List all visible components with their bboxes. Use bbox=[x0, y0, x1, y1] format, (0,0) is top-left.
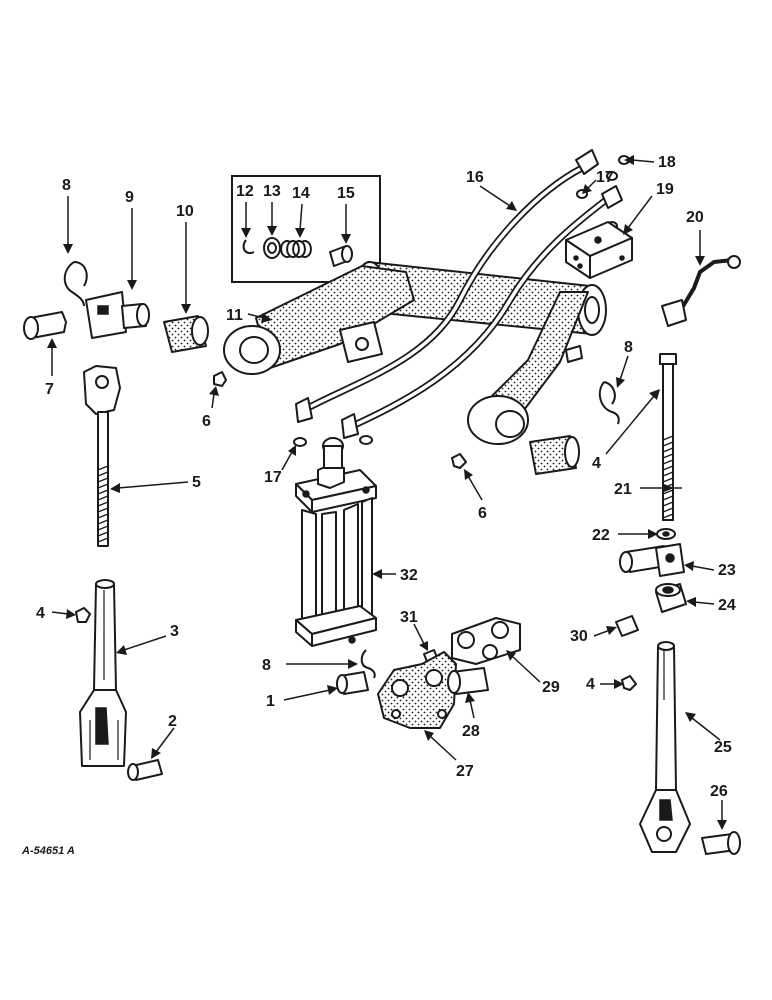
small-nuts bbox=[75, 371, 637, 691]
callout-6-left: 6 bbox=[202, 413, 211, 430]
callout-15: 15 bbox=[337, 185, 355, 202]
callout-7: 7 bbox=[45, 381, 54, 398]
part-9-yoke bbox=[85, 291, 150, 339]
part-8-hairpin-lower bbox=[360, 649, 376, 679]
part-26-pin bbox=[701, 831, 741, 855]
callout-19: 19 bbox=[656, 181, 674, 198]
callout-5: 5 bbox=[192, 474, 201, 491]
part-3-lift-link bbox=[79, 579, 127, 767]
part-23-trunnion bbox=[619, 543, 685, 577]
part-2-pin bbox=[127, 759, 163, 781]
callout-4-left: 4 bbox=[36, 605, 45, 622]
part-10-bushing bbox=[163, 315, 209, 353]
part-29-link bbox=[451, 617, 521, 665]
callout-12: 12 bbox=[236, 183, 254, 200]
part-8-hairpin-right bbox=[598, 381, 620, 425]
callout-16: 16 bbox=[466, 169, 484, 186]
inset-box-12-15 bbox=[231, 175, 381, 283]
part-27-bracket bbox=[377, 651, 457, 729]
part-16-hoses bbox=[295, 149, 623, 439]
callout-labels: 8 9 10 7 11 6 5 4 3 2 12 13 14 15 16 17 … bbox=[21, 154, 736, 857]
part-21-threaded-rod bbox=[659, 353, 677, 521]
callout-22: 22 bbox=[592, 527, 610, 544]
callout-2: 2 bbox=[168, 713, 177, 730]
callout-8-lower: 8 bbox=[262, 657, 271, 674]
callout-17-top: 17 bbox=[596, 169, 614, 186]
callout-30: 30 bbox=[570, 628, 588, 645]
callout-21: 21 bbox=[614, 481, 632, 498]
callout-31: 31 bbox=[400, 609, 418, 626]
part-5-turnbuckle bbox=[83, 365, 121, 547]
callout-9: 9 bbox=[125, 189, 134, 206]
callout-23: 23 bbox=[718, 562, 736, 579]
callout-20: 20 bbox=[686, 209, 704, 226]
callout-4-right-top: 4 bbox=[592, 455, 601, 472]
callout-32: 32 bbox=[400, 567, 418, 584]
part-8-hairpin-top bbox=[63, 261, 88, 307]
part-1-pin bbox=[336, 671, 369, 695]
leader-lines bbox=[47, 155, 727, 830]
part-30-bolt bbox=[615, 615, 639, 637]
callout-28: 28 bbox=[462, 723, 480, 740]
part-25-lift-link bbox=[639, 641, 691, 853]
part-28-pin bbox=[447, 667, 489, 695]
part-20-lever bbox=[661, 255, 741, 327]
callout-26: 26 bbox=[710, 783, 728, 800]
callout-1: 1 bbox=[266, 693, 275, 710]
callout-13: 13 bbox=[263, 183, 281, 200]
callout-14: 14 bbox=[292, 185, 310, 202]
callout-11: 11 bbox=[226, 307, 243, 324]
part-32-cylinder bbox=[295, 437, 377, 647]
callout-3: 3 bbox=[170, 623, 179, 640]
part-22-washer bbox=[656, 528, 676, 540]
part-11-rockshaft bbox=[223, 261, 607, 445]
callout-8-top: 8 bbox=[62, 177, 71, 194]
callout-17-lower: 17 bbox=[264, 469, 282, 486]
callout-18: 18 bbox=[658, 154, 676, 171]
right-bushing bbox=[529, 435, 580, 475]
callout-29: 29 bbox=[542, 679, 560, 696]
callout-6-right: 6 bbox=[478, 505, 487, 522]
callout-25: 25 bbox=[714, 739, 732, 756]
callout-8-right: 8 bbox=[624, 339, 633, 356]
part-7-clevis-pin bbox=[23, 311, 67, 340]
callout-4-right-bottom: 4 bbox=[586, 676, 595, 693]
drawing-number: A-54651 A bbox=[21, 845, 75, 857]
part-19-block bbox=[565, 221, 633, 279]
callout-10: 10 bbox=[176, 203, 194, 220]
callout-24: 24 bbox=[718, 597, 736, 614]
part-24-block-nut bbox=[655, 583, 687, 613]
callout-27: 27 bbox=[456, 763, 474, 780]
